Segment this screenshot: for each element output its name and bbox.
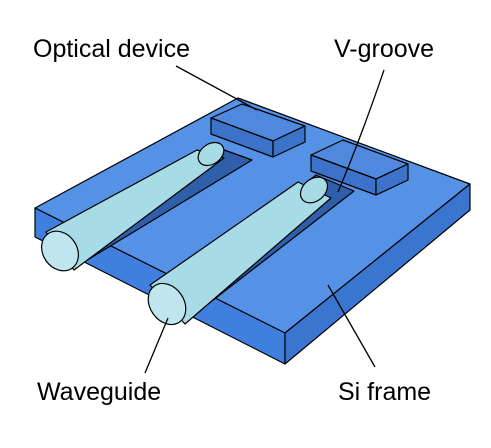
optical-device-right-side [375, 163, 409, 196]
label-v-groove: V-groove [334, 35, 434, 63]
waveguide-right-near-end [147, 282, 187, 326]
waveguide-left-far-end [197, 141, 225, 167]
label-si-frame: Si frame [338, 378, 431, 406]
si-frame-right-face [284, 183, 471, 365]
leader-v-groove [337, 69, 385, 193]
waveguide-right-far-end [299, 176, 329, 204]
optical-device-right [310, 139, 409, 196]
leader-waveguide [144, 317, 169, 374]
optical-device-left-side [272, 125, 306, 158]
leader-optical-device [175, 65, 258, 111]
label-optical-device: Optical device [33, 35, 190, 63]
label-waveguide: Waveguide [37, 378, 161, 406]
waveguide-right [147, 176, 332, 326]
waveguide-left [40, 141, 225, 272]
optical-device-left [210, 103, 306, 158]
leader-lines [144, 65, 385, 374]
waveguide-left-near-end [40, 230, 80, 272]
leader-si-frame [327, 284, 376, 368]
